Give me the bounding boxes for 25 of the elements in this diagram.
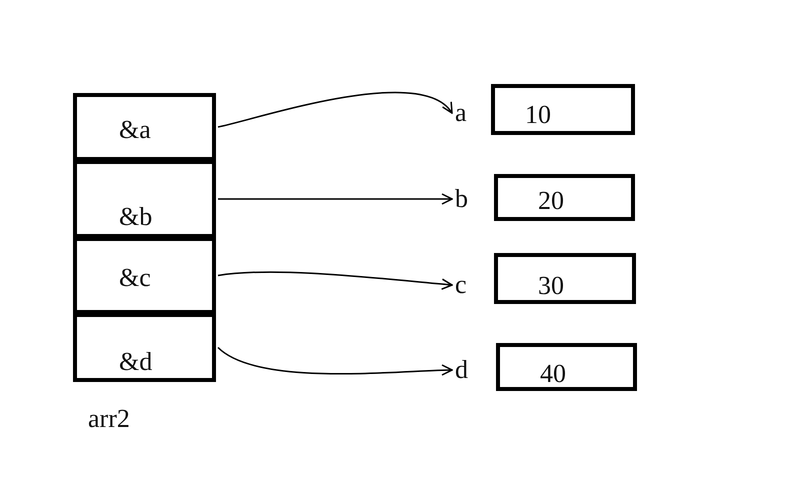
value-text: 10	[525, 100, 551, 130]
arrow	[218, 193, 453, 205]
value-text: 40	[540, 359, 566, 389]
arrow	[218, 346, 453, 376]
value-text: 20	[538, 186, 564, 216]
arrow	[218, 92, 453, 128]
address-text: &a	[119, 115, 151, 145]
address-text: &c	[119, 263, 151, 293]
variable-name: d	[455, 355, 475, 385]
pointer-cell	[73, 237, 216, 314]
value-box	[491, 84, 635, 135]
address-text: &d	[119, 347, 152, 377]
variable-name: c	[455, 270, 475, 300]
value-text: 30	[538, 271, 564, 301]
address-text: &b	[119, 202, 152, 232]
pointer-cell	[73, 313, 216, 382]
arrow	[218, 271, 453, 290]
value-box	[494, 253, 636, 304]
value-box	[494, 174, 635, 221]
array-name: arr2	[88, 404, 130, 434]
pointer-cell	[73, 93, 216, 161]
variable-name: b	[455, 184, 475, 214]
variable-name: a	[455, 98, 475, 128]
pointer-cell	[73, 160, 216, 238]
value-box	[496, 343, 637, 391]
